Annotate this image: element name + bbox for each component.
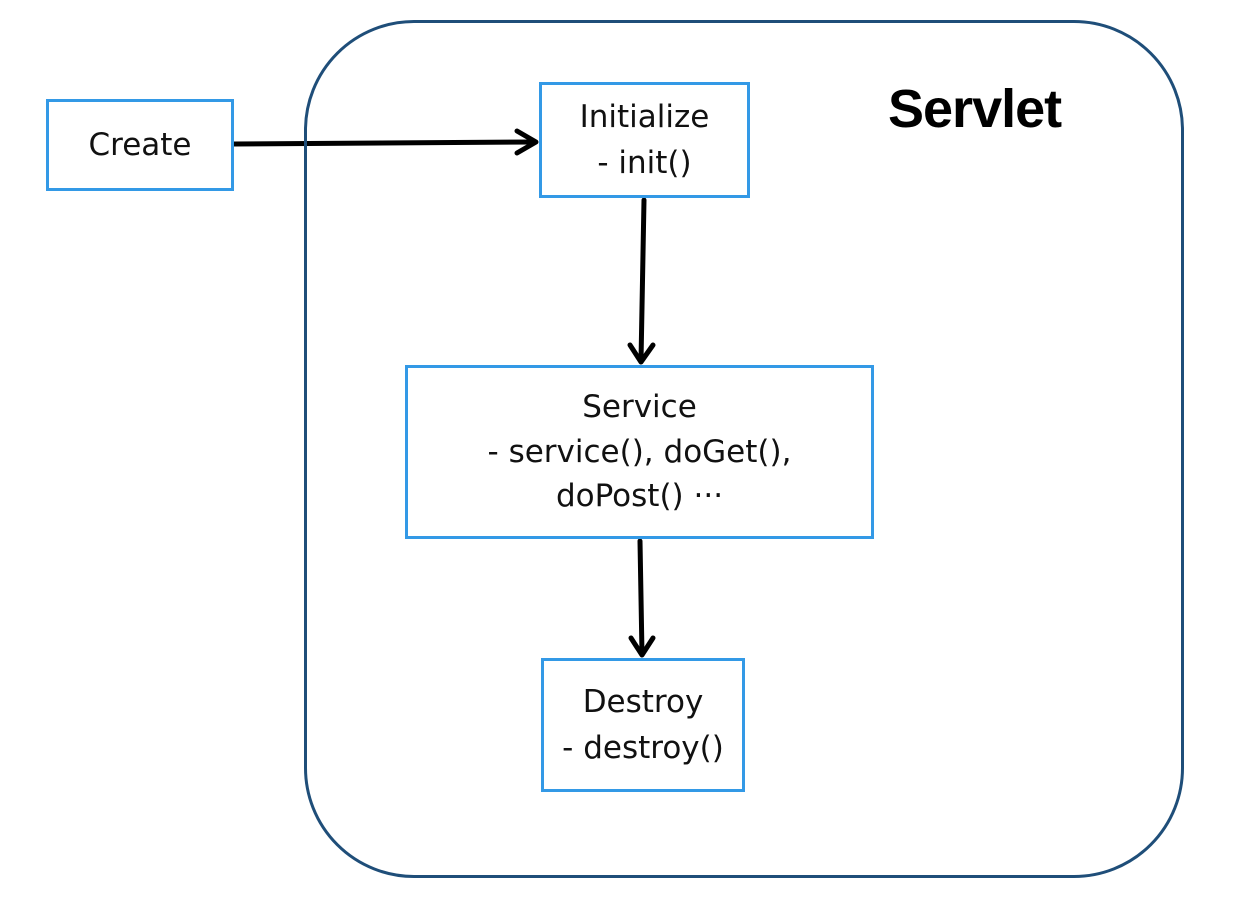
service-box: Service - service(), doGet(), doPost() ·… (405, 365, 874, 539)
servlet-title: Servlet (888, 79, 1062, 139)
service-methods-line2: doPost() ··· (555, 478, 724, 515)
create-box: Create (46, 99, 234, 191)
service-label: Service (582, 388, 697, 425)
initialize-box: Initialize - init() (539, 82, 750, 198)
destroy-method: - destroy() (562, 730, 724, 766)
initialize-method: - init() (597, 145, 692, 181)
servlet-container (304, 20, 1184, 878)
initialize-label: Initialize (579, 98, 710, 135)
destroy-label: Destroy (582, 683, 704, 720)
service-methods-line1: - service(), doGet(), (487, 433, 792, 470)
create-label: Create (88, 126, 192, 163)
destroy-box: Destroy - destroy() (541, 658, 745, 792)
